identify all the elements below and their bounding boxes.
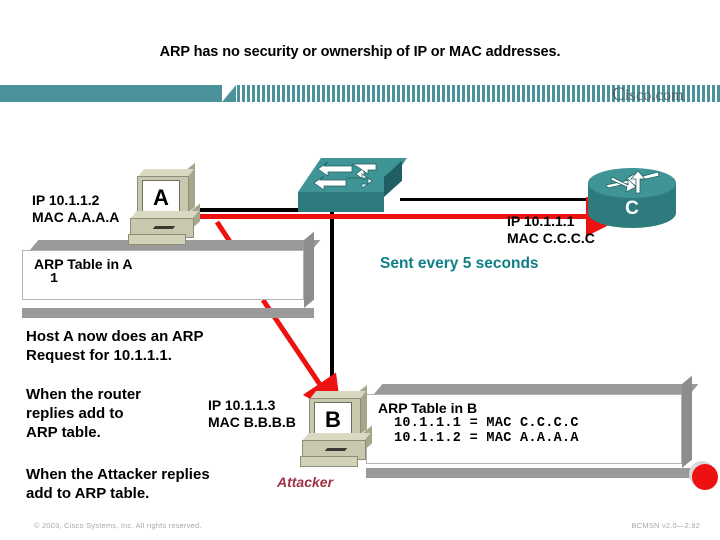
box-front-face [366,394,682,464]
attacker-b-icon: B [300,384,378,474]
sent-every-annotation: Sent every 5 seconds [380,255,539,272]
step3-text: When the Attacker replies add to ARP tab… [26,466,210,502]
arp-table-a-row-0: 1 [50,272,59,287]
arp-table-a-heading: ARP Table in A [34,256,133,272]
arp-table-b-heading: ARP Table in B [378,400,478,416]
footer-copyright: © 2003, Cisco Systems, Inc. All rights r… [34,521,202,530]
link-switch-to-attacker [330,212,334,394]
attacker-caption: Attacker [277,474,334,490]
step1-text: Host A now does an ARP Request for 10.1.… [26,328,204,364]
box-bottom-face [22,308,314,318]
red-dot-marker [692,464,718,490]
router-c-label: IP 10.1.1.1 MAC C.C.C.C [507,213,595,246]
pc-keyboard [300,456,358,467]
red-path-a-to-router [197,214,595,219]
attacker-b-label: IP 10.1.1.3 MAC B.B.B.B [208,397,296,430]
pc-drive-slot [152,226,176,229]
cisco-brand-initial: C [612,84,625,105]
box-side-face [304,231,314,308]
host-a-screen-letter: A [142,180,180,216]
arp-table-b-row-0: 10.1.1.1 = MAC C.C.C.C [394,416,579,431]
header-band-stripes [232,85,720,102]
cisco-brand-logo: Cisco.com [612,84,684,106]
arp-table-b-row-1: 10.1.1.2 = MAC A.A.A.A [394,431,579,446]
switch-arrows-glyph [313,161,377,191]
footer-course-code: BCMSN v2.0—2.92 [631,521,700,530]
box-front-face [22,250,304,300]
step2-text: When the router replies add to ARP table… [26,386,141,441]
host-a-label: IP 10.1.1.2 MAC A.A.A.A [32,192,120,225]
cisco-brand-rest: isco.com [624,87,684,104]
arp-table-b-content: ARP Table in B 10.1.1.1 = MAC C.C.C.C 10… [378,400,579,446]
router-arrows-glyph [605,170,660,194]
header-band-notch [222,85,236,102]
box-top-face [374,384,699,394]
router-icon: C [588,168,680,228]
switch-icon [298,158,407,220]
box-side-face [682,375,692,468]
host-a-icon: A [128,162,206,252]
arp-table-a-content: ARP Table in A 1 [34,256,133,287]
arp-table-b-box: ARP Table in B 10.1.1.1 = MAC C.C.C.C 10… [366,375,699,488]
pc-keyboard [128,234,186,245]
router-label-letter: C [625,198,639,219]
link-a-to-switch [197,208,309,212]
page-title: ARP has no security or ownership of IP o… [159,44,561,60]
switch-front-face [298,192,384,212]
link-switch-to-router [400,198,592,201]
box-bottom-face [366,468,692,478]
arp-table-a-box: ARP Table in A 1 [22,231,321,318]
pc-drive-slot [324,448,348,451]
